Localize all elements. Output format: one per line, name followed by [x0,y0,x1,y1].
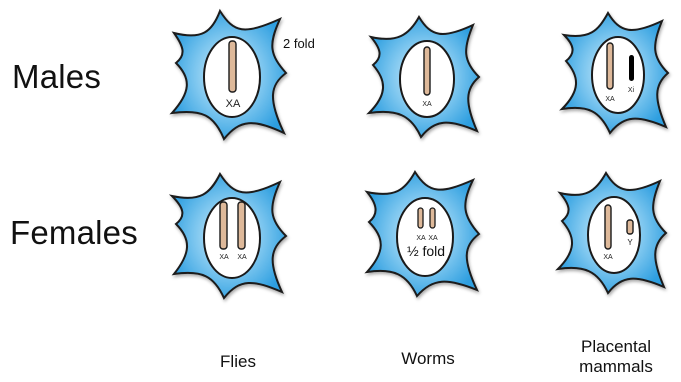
two-fold-note: 2 fold [283,36,315,51]
left-x-label: XA [416,235,426,242]
x-chromosome-right [430,208,435,228]
chromosome-label: XA [422,101,432,108]
nucleus [204,198,260,278]
nucleus [592,37,644,113]
nucleus [588,197,640,273]
x-chromosome-left [418,208,423,228]
half-fold-note: ½ fold [407,243,445,259]
cell-worms-female: XA XA ½ fold [367,172,479,296]
cell-worms-male: XA [369,17,479,137]
x-label: XA [603,254,613,261]
x-chromosome-active [605,205,611,249]
cell-flies-male: XA [172,11,286,139]
x-chromosome-active [607,43,613,89]
y-label: Y [627,238,633,247]
y-chromosome [627,220,633,234]
chromosome-label: XA [226,98,241,110]
active-x-label: XA [605,96,615,103]
x-chromosome-active-right [238,202,245,249]
right-x-label: XA [237,254,247,261]
cell-mammals-male: XA Xi [562,13,668,133]
x-chromosome-active [229,41,236,92]
left-x-label: XA [219,254,229,261]
x-chromosome-active [424,47,430,95]
x-chromosome-inactive [629,55,634,81]
x-chromosome-active-left [220,202,227,249]
right-x-label: XA [428,235,438,242]
cell-flies-female: XA XA [172,174,286,298]
inactive-x-label: Xi [628,87,635,94]
cell-mammals-female: XA Y [558,173,666,293]
